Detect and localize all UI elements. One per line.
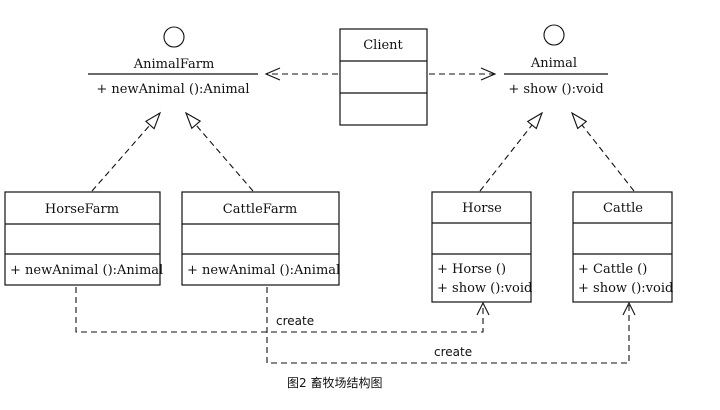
interface-lollipop-icon bbox=[543, 24, 565, 46]
create-cattle-farm-to-cattle: create bbox=[266, 287, 636, 364]
open-arrow-icon bbox=[480, 67, 497, 81]
class-horse[interactable]: Horse + Horse () + show ():void bbox=[431, 191, 532, 303]
class-method: + newAnimal ():Animal bbox=[187, 263, 340, 278]
class-name: Horse bbox=[462, 201, 502, 216]
class-method: + show ():void bbox=[578, 281, 673, 296]
open-arrow-icon bbox=[476, 301, 490, 316]
hollow-triangle-icon bbox=[144, 111, 162, 130]
interface-animal-farm[interactable]: AnimalFarm + newAnimal ():Animal bbox=[88, 26, 258, 97]
realization-line bbox=[479, 124, 533, 192]
class-cattle[interactable]: Cattle + Cattle () + show ():void bbox=[572, 191, 673, 303]
open-arrow-icon bbox=[622, 301, 636, 316]
class-box bbox=[431, 191, 532, 303]
realization-line bbox=[91, 124, 151, 192]
realization-cattle-to-animal bbox=[570, 111, 635, 192]
class-name: HorseFarm bbox=[45, 202, 119, 217]
interface-method: + show ():void bbox=[508, 82, 603, 97]
interface-name: AnimalFarm bbox=[133, 57, 215, 72]
interface-method: + newAnimal ():Animal bbox=[96, 82, 249, 97]
dependency-client-to-animal-farm bbox=[264, 67, 338, 81]
hollow-triangle-icon bbox=[526, 111, 544, 130]
hollow-triangle-icon bbox=[570, 111, 588, 130]
class-client[interactable]: Client bbox=[339, 28, 428, 126]
realization-line bbox=[195, 124, 254, 192]
realization-cattle-farm-to-animal-farm bbox=[184, 111, 254, 192]
class-cattle-farm[interactable]: CattleFarm + newAnimal ():Animal bbox=[181, 191, 340, 286]
class-name: CattleFarm bbox=[223, 202, 297, 217]
class-box bbox=[181, 191, 340, 286]
figure-caption: 图2 畜牧场结构图 bbox=[287, 375, 382, 390]
class-method: + newAnimal ():Animal bbox=[10, 263, 163, 278]
create-horse-farm-to-horse: create bbox=[75, 287, 490, 333]
class-method: + Horse () bbox=[437, 262, 506, 277]
class-name: Client bbox=[363, 38, 403, 53]
realization-line bbox=[581, 124, 635, 192]
realization-horse-to-animal bbox=[479, 111, 544, 192]
hollow-triangle-icon bbox=[184, 111, 202, 130]
dependency-client-to-animal bbox=[429, 67, 497, 81]
class-horse-farm[interactable]: HorseFarm + newAnimal ():Animal bbox=[4, 191, 163, 286]
dependency-line bbox=[75, 287, 484, 333]
interface-name: Animal bbox=[530, 56, 577, 71]
class-box bbox=[4, 191, 161, 286]
class-method: + show ():void bbox=[437, 281, 532, 296]
open-arrow-icon bbox=[264, 67, 281, 81]
realization-horse-farm-to-animal-farm bbox=[91, 111, 162, 192]
create-label: create bbox=[276, 314, 314, 328]
create-label: create bbox=[434, 345, 472, 359]
interface-animal[interactable]: Animal + show ():void bbox=[504, 24, 608, 97]
class-box bbox=[339, 28, 428, 126]
class-name: Cattle bbox=[603, 201, 643, 216]
class-method: + Cattle () bbox=[578, 262, 647, 277]
interface-lollipop-icon bbox=[163, 26, 185, 48]
class-box bbox=[572, 191, 673, 303]
